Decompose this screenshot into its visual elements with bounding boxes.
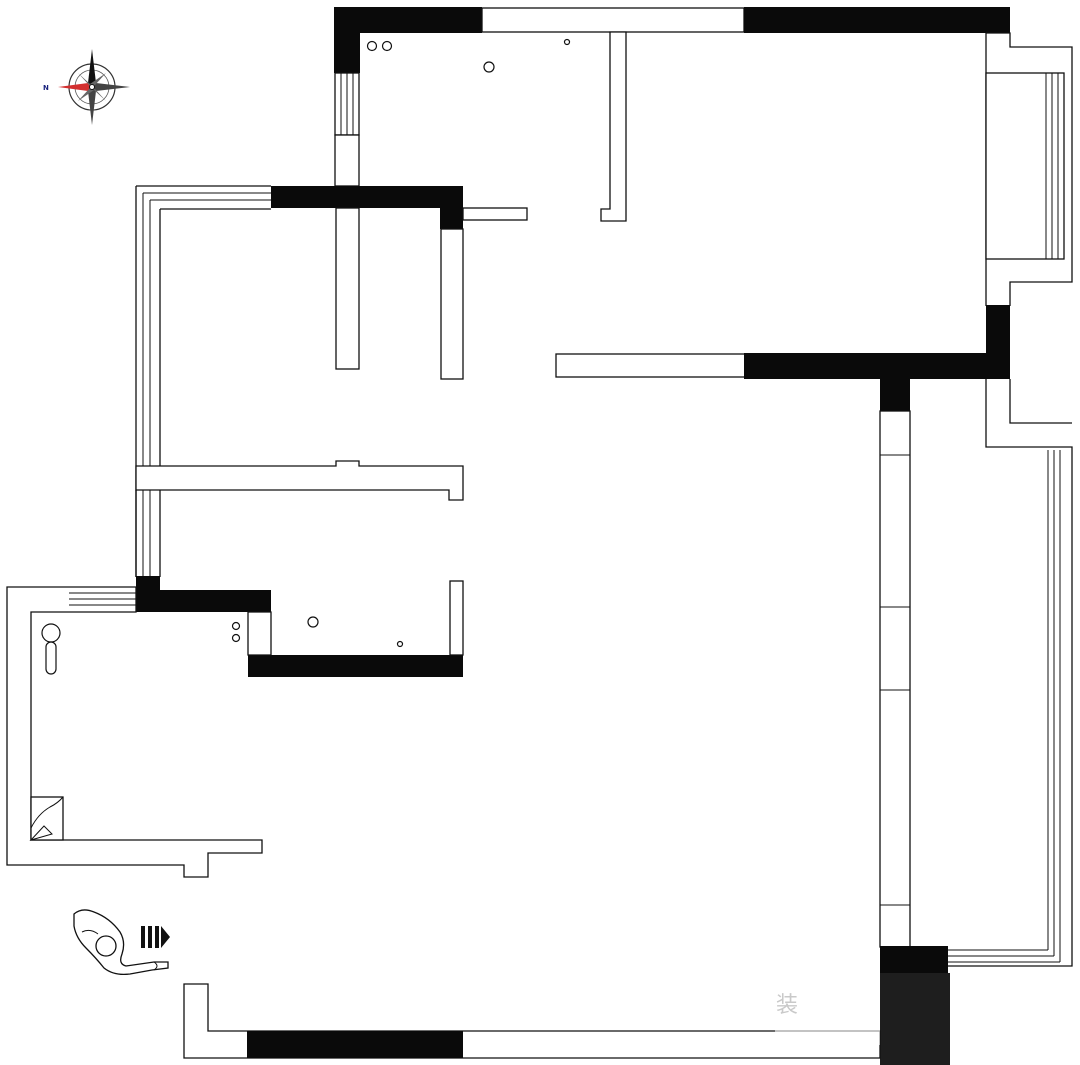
- entrance-arrow-icon: [141, 926, 170, 948]
- watermark: 装: [775, 985, 880, 1045]
- bedroom-top-wall-corner: [440, 186, 463, 229]
- compass-needle: [58, 83, 92, 91]
- middle-wall: [555, 305, 1010, 411]
- inner-partition-wall: [600, 31, 627, 222]
- bedroom-outer-window: [135, 185, 271, 577]
- compass-rose-icon: N: [43, 49, 130, 125]
- mid-wall-solid-drop: [880, 375, 910, 411]
- door-stub: [462, 207, 528, 221]
- bathroom: [136, 576, 464, 677]
- bath-wall-solid-bottom: [248, 655, 463, 677]
- water-heater-box: [29, 796, 64, 841]
- left-wall-lower: [334, 134, 360, 187]
- closet-partition-left: [335, 207, 360, 370]
- glass-partition: [879, 410, 911, 948]
- sink-fixture: [41, 623, 61, 643]
- left-wall-corner-solid: [334, 7, 360, 73]
- watermark-text: 装: [776, 993, 798, 1018]
- bay-window-upper: [985, 32, 1073, 306]
- top-right-room: [334, 7, 1010, 222]
- kitchen-outer-wall: [6, 586, 263, 878]
- top-wall-right-solid: [744, 7, 1010, 33]
- bath-wall-solid-top: [136, 590, 271, 612]
- right-balcony: [879, 379, 1073, 1065]
- compass-north-label: N: [43, 84, 49, 92]
- sink-fixture-stem: [45, 641, 57, 675]
- left-bedroom: [135, 185, 528, 577]
- closet-partition-right: [440, 228, 464, 380]
- mid-wall-open-segment: [555, 353, 747, 378]
- fixture-circle: [366, 40, 378, 52]
- bath-right-wall: [449, 580, 464, 656]
- kitchen-annex: [6, 586, 263, 878]
- top-window-opening: [481, 7, 745, 33]
- person-walking-icon: [73, 909, 169, 976]
- mid-wall-solid-riser: [986, 305, 1010, 379]
- bedroom-bottom-wall: [135, 460, 464, 501]
- fixture-circle: [231, 633, 241, 643]
- fixture-circle: [307, 616, 319, 628]
- fixture-circle: [563, 38, 571, 46]
- bedroom-top-wall-solid: [271, 186, 463, 208]
- fixture-circle: [381, 40, 393, 52]
- fixture-circle: [396, 640, 404, 648]
- column-shadow: [880, 973, 950, 1065]
- bottom-wall: [183, 983, 881, 1059]
- bottom-wall-solid: [247, 1031, 463, 1058]
- fixture-circle: [483, 61, 495, 73]
- column-solid: [880, 946, 948, 973]
- lower-left-window: [135, 490, 161, 577]
- mid-wall-solid: [744, 353, 1010, 379]
- fixture-circle: [231, 621, 241, 631]
